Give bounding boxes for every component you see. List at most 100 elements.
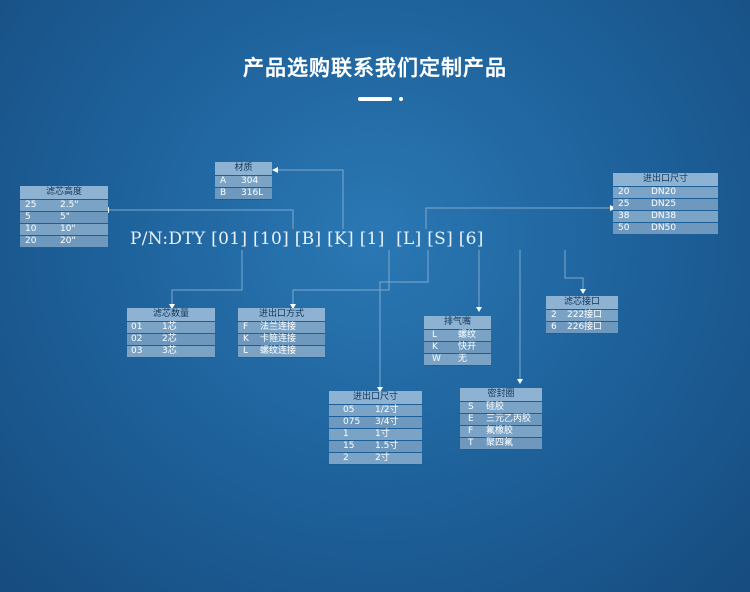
option-code: E	[468, 414, 474, 424]
table-header: 进出口尺寸	[613, 173, 718, 187]
option-code: 20	[618, 187, 630, 197]
option-row: K 卡箍连接	[238, 334, 325, 346]
arrowhead-filter-count	[169, 304, 175, 309]
option-code: 25	[618, 199, 630, 209]
option-value: 法兰连接	[260, 322, 297, 332]
option-code: 50	[618, 223, 630, 233]
arrowhead-connection	[290, 304, 296, 309]
option-value: 2.5"	[60, 200, 79, 210]
option-value: DN25	[651, 199, 677, 209]
option-code: S	[468, 402, 474, 412]
option-code: L	[432, 330, 438, 340]
part-number-code: P/N:DTY [01] [10] [B] [K] [1] [L] [S] [6…	[130, 229, 484, 249]
option-value: 10"	[60, 224, 76, 234]
table-header: 进出口方式	[238, 308, 325, 322]
table-header: 材质	[215, 162, 272, 176]
option-code: 075	[343, 417, 361, 427]
table-header: 进出口尺寸	[329, 391, 422, 405]
option-value: DN50	[651, 223, 677, 233]
option-row: L 螺纹连接	[238, 346, 325, 358]
option-code: W	[432, 354, 441, 364]
option-row: 2 2寸	[329, 453, 422, 465]
option-code: K	[432, 342, 438, 352]
option-row: K 快开	[424, 342, 491, 354]
option-value: 1寸	[375, 429, 390, 439]
arrowhead-port-size-bottom	[377, 387, 383, 392]
connector-port-size-top	[425, 207, 610, 229]
option-value: 304	[241, 176, 259, 186]
option-row: 1 1寸	[329, 429, 422, 441]
option-value: 222接口	[567, 310, 603, 320]
option-row: B 316L	[215, 188, 272, 200]
option-row: 25 DN25	[613, 199, 718, 211]
option-value: 1/2寸	[375, 405, 399, 415]
option-value: 5"	[60, 212, 70, 222]
arrowhead-material	[272, 167, 278, 173]
option-value: 316L	[241, 188, 264, 198]
option-row: 05 1/2寸	[329, 405, 422, 417]
option-code: L	[243, 346, 249, 356]
connector-filter-interface	[564, 250, 584, 289]
option-value: 卡箍连接	[260, 334, 297, 344]
option-code: 02	[131, 334, 143, 344]
option-code: 25	[25, 200, 37, 210]
option-code: 2	[551, 310, 557, 320]
option-code: 2	[343, 453, 349, 463]
arrowhead-vent	[476, 307, 482, 312]
option-code: F	[468, 426, 474, 436]
connector-filter-height	[109, 209, 294, 229]
table-header: 滤芯数量	[127, 308, 215, 322]
option-value: 2寸	[375, 453, 390, 463]
option-value: 1.5寸	[375, 441, 399, 451]
arrowhead-filter-interface	[580, 289, 586, 294]
option-code: 03	[131, 346, 143, 356]
option-row: 5 5"	[20, 212, 108, 224]
option-code: 5	[25, 212, 31, 222]
option-row: S 硅胶	[460, 402, 542, 414]
option-code: K	[243, 334, 249, 344]
option-value: 20"	[60, 236, 76, 246]
option-row: 03 3芯	[127, 346, 215, 358]
option-row: 25 2.5"	[20, 200, 108, 212]
option-value: DN20	[651, 187, 677, 197]
option-value: 3/4寸	[375, 417, 399, 427]
table-header: 滤芯高度	[20, 186, 108, 200]
connector-port-size-bottom	[379, 250, 429, 387]
option-row: L 螺纹	[424, 330, 491, 342]
option-value: 螺纹连接	[260, 346, 297, 356]
option-code: 1	[343, 429, 349, 439]
connector-material	[278, 169, 344, 229]
option-row: 20 DN20	[613, 187, 718, 199]
option-row: 20 20"	[20, 236, 108, 248]
option-code: B	[220, 188, 227, 198]
option-value: 硅胶	[486, 402, 505, 412]
option-row: 50 DN50	[613, 223, 718, 235]
table-header: 密封圈	[460, 388, 542, 402]
option-code: 6	[551, 322, 557, 332]
option-value: 螺纹	[458, 330, 477, 340]
option-value: 3芯	[162, 346, 177, 356]
option-value: 快开	[458, 342, 477, 352]
option-code: 20	[25, 236, 37, 246]
option-code: 05	[343, 405, 355, 415]
connector-filter-count	[171, 250, 243, 304]
arrowhead-seal	[517, 379, 523, 384]
table-header: 滤芯接口	[546, 296, 618, 310]
